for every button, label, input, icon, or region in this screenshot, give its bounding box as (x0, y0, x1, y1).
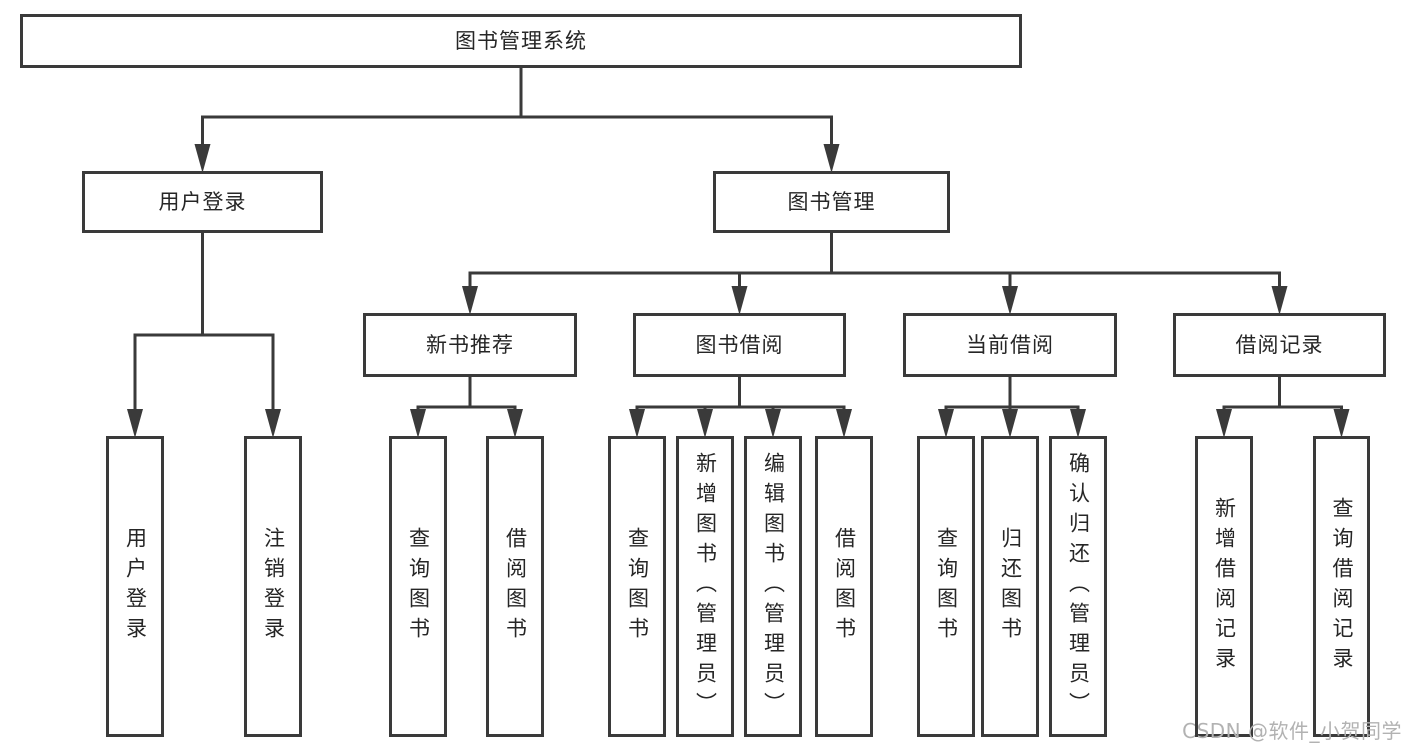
node-leaf-query-books-2: 查询图书 (608, 436, 666, 737)
node-label-book-mgmt: 图书管理 (787, 189, 876, 214)
node-user-login: 用户登录 (82, 171, 323, 233)
node-label-leaf-query-books-2: 查询图书 (625, 526, 650, 647)
node-label-leaf-add-book: 新增图书（管理员） (693, 451, 718, 722)
node-label-leaf-query-record: 查询借阅记录 (1330, 496, 1354, 677)
node-leaf-add-record: 新增借阅记录 (1195, 436, 1253, 737)
node-label-root: 图书管理系统 (455, 28, 587, 53)
arrowhead-leaf-query-books-2 (629, 409, 645, 438)
node-root: 图书管理系统 (20, 14, 1022, 68)
arrowhead-leaf-return-book (1002, 409, 1018, 438)
node-leaf-confirm-return: 确认归还（管理员） (1049, 436, 1107, 737)
arrowhead-leaf-logout (265, 409, 281, 438)
node-label-borrow-records: 借阅记录 (1235, 332, 1324, 357)
node-label-book-borrow: 图书借阅 (695, 332, 784, 357)
arrowhead-leaf-add-book (697, 409, 713, 438)
node-label-leaf-logout: 注销登录 (261, 526, 286, 647)
arrowhead-leaf-borrow-books-2 (836, 409, 852, 438)
arrowhead-leaf-query-record (1333, 409, 1350, 438)
arrowhead-new-book-rec (462, 286, 478, 315)
node-label-leaf-confirm-return: 确认归还（管理员） (1066, 451, 1091, 722)
node-leaf-query-books-1: 查询图书 (389, 436, 447, 737)
node-new-book-rec: 新书推荐 (363, 313, 577, 377)
arrowhead-current-borrow (1002, 286, 1018, 315)
node-leaf-logout: 注销登录 (244, 436, 302, 737)
node-label-new-book-rec: 新书推荐 (426, 332, 514, 357)
node-label-user-login: 用户登录 (158, 189, 247, 214)
node-borrow-records: 借阅记录 (1173, 313, 1386, 377)
node-label-current-borrow: 当前借阅 (966, 332, 1054, 357)
node-book-borrow: 图书借阅 (633, 313, 846, 377)
node-label-leaf-query-books-1: 查询图书 (406, 526, 431, 647)
arrowhead-leaf-query-books-1 (410, 409, 426, 438)
node-leaf-query-record: 查询借阅记录 (1313, 436, 1370, 737)
node-label-leaf-query-books-3: 查询图书 (934, 526, 959, 647)
node-label-leaf-borrow-books-2: 借阅图书 (832, 526, 857, 647)
node-book-mgmt: 图书管理 (713, 171, 950, 233)
node-label-leaf-edit-book: 编辑图书（管理员） (761, 451, 786, 722)
arrowhead-leaf-query-books-3 (938, 409, 954, 438)
node-label-leaf-borrow-books-1: 借阅图书 (503, 526, 528, 647)
node-label-leaf-add-record: 新增借阅记录 (1212, 496, 1237, 677)
node-leaf-add-book: 新增图书（管理员） (676, 436, 734, 737)
node-leaf-borrow-books-1: 借阅图书 (486, 436, 544, 737)
node-label-leaf-return-book: 归还图书 (998, 526, 1023, 647)
node-leaf-edit-book: 编辑图书（管理员） (744, 436, 802, 737)
arrowhead-leaf-add-record (1216, 409, 1232, 438)
arrowhead-leaf-edit-book (765, 409, 781, 438)
node-label-leaf-user-login: 用户登录 (123, 526, 148, 647)
node-current-borrow: 当前借阅 (903, 313, 1117, 377)
arrowhead-book-borrow (731, 286, 748, 315)
node-leaf-user-login: 用户登录 (106, 436, 164, 737)
node-leaf-return-book: 归还图书 (981, 436, 1039, 737)
arrowhead-user-login (194, 144, 211, 173)
arrowhead-leaf-user-login (127, 409, 143, 438)
arrowhead-leaf-borrow-books-1 (507, 409, 523, 438)
arrowhead-borrow-records (1271, 286, 1288, 315)
arrowhead-book-mgmt (823, 144, 840, 173)
node-leaf-borrow-books-2: 借阅图书 (815, 436, 873, 737)
arrowhead-leaf-confirm-return (1070, 409, 1086, 438)
node-leaf-query-books-3: 查询图书 (917, 436, 975, 737)
